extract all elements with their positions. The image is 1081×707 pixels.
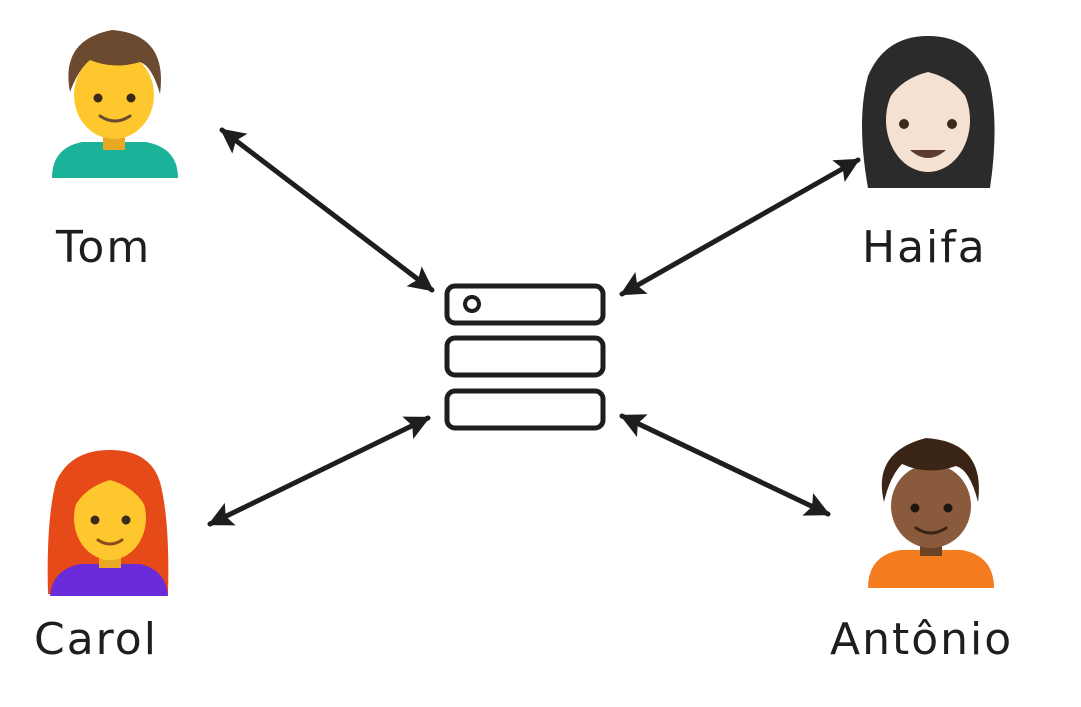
person-name-tom: Tom <box>55 222 151 273</box>
arrow-haifa-server <box>619 157 861 297</box>
woman-red-hair-icon <box>47 450 169 596</box>
arrow-carol-server <box>207 415 431 527</box>
server-indicator <box>463 295 481 313</box>
man-curly-hair-icon <box>52 30 178 178</box>
server-unit-bottom <box>444 388 606 431</box>
server-unit-top <box>444 283 606 326</box>
person-name-haifa: Haifa <box>862 222 987 273</box>
woman-dark-hair-icon <box>862 36 995 188</box>
arrow-antonio-server <box>619 413 831 517</box>
person-name-carol: Carol <box>34 614 158 665</box>
server-icon <box>444 283 606 431</box>
man-curly-dark-hair-icon <box>868 438 994 588</box>
server-unit-middle <box>444 335 606 378</box>
arrow-tom-server <box>219 127 435 293</box>
person-name-antonio: Antônio <box>830 614 1013 665</box>
